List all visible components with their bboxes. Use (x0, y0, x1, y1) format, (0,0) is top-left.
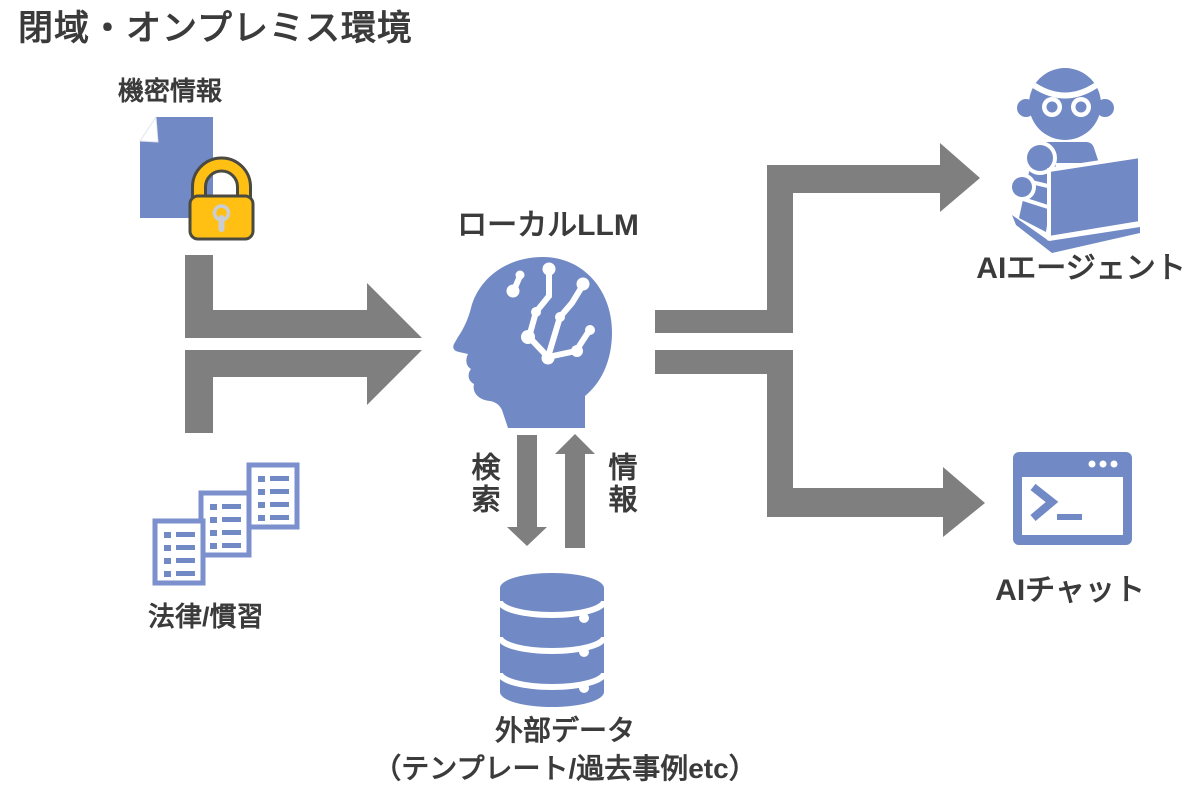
external-data-label: 外部データ （テンプレート/過去事例etc） (373, 712, 756, 788)
lock-icon (188, 156, 255, 241)
page-title: 閉域・オンプレミス環境 (18, 9, 413, 48)
info-edge-label: 情報 (604, 452, 636, 516)
flow-arrow-llm-to-chat (655, 350, 985, 537)
head-circuit-icon (453, 257, 612, 428)
local-llm-label: ローカルLLM (457, 209, 639, 242)
document-lock-icon (139, 115, 255, 241)
ai-agent-label: AIエージェント (976, 252, 1186, 285)
documents-icon (152, 462, 300, 586)
search-down-arrow (507, 435, 547, 546)
flow-arrow-laws-to-llm (185, 350, 422, 433)
laws-customs-label: 法律/慣習 (148, 602, 264, 632)
database-icon (497, 573, 607, 707)
flow-arrow-confidential-to-llm (185, 255, 422, 338)
confidential-info-label: 機密情報 (118, 76, 223, 106)
search-edge-label: 検索 (467, 452, 499, 516)
external-data-title: 外部データ (494, 715, 636, 746)
robot-laptop-icon (1008, 68, 1142, 253)
terminal-icon (1013, 452, 1132, 545)
info-up-arrow (555, 434, 595, 548)
flow-arrow-llm-to-agent (655, 143, 980, 333)
ai-chat-label: AIチャット (995, 574, 1145, 607)
external-data-subtitle: （テンプレート/過去事例etc） (373, 752, 757, 784)
